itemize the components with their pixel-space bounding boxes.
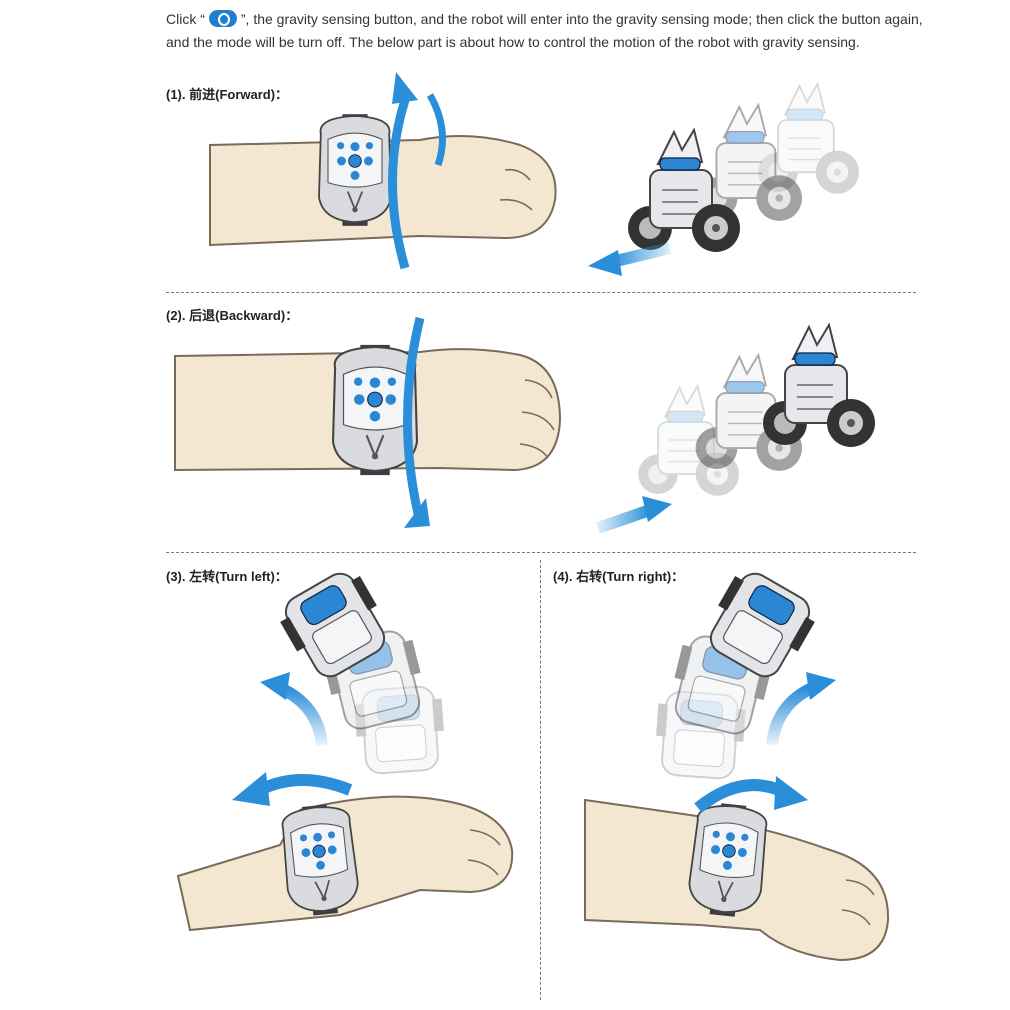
divider-2 [166, 552, 916, 553]
backward-motion-arrow [642, 496, 672, 522]
divider-vertical [540, 560, 541, 1000]
intro-after: ”, the gravity sensing button, and the r… [166, 11, 923, 50]
forward-rotation-arrow [388, 98, 410, 270]
turn-left-illustration [176, 562, 514, 932]
step-forward-label: (1). 前进(Forward)： [166, 87, 289, 102]
step-right-label: (4). 右转(Turn right)： [553, 569, 685, 584]
turn-right-robot-arrow [806, 672, 836, 700]
gravity-sensing-button-icon [208, 10, 237, 27]
forward-illustration [209, 72, 860, 276]
backward-robot [762, 324, 876, 448]
turn-right-illustration [584, 562, 890, 962]
backward-rotation-arrow [403, 316, 425, 524]
forward-watch-icon [318, 113, 392, 227]
turn-left-rotation-arrow [257, 774, 353, 796]
forward-motion-arrow [588, 250, 622, 276]
intro-before: Click “ [166, 11, 205, 27]
backward-illustration [174, 316, 876, 534]
divider-1 [166, 292, 916, 293]
turn-left-robot-arrow [260, 672, 290, 700]
intro-text: Click “”, the gravity sensing button, an… [166, 8, 946, 53]
step-backward-label: (2). 后退(Backward)： [166, 308, 299, 323]
step-left-label: (3). 左转(Turn left)： [166, 569, 288, 584]
